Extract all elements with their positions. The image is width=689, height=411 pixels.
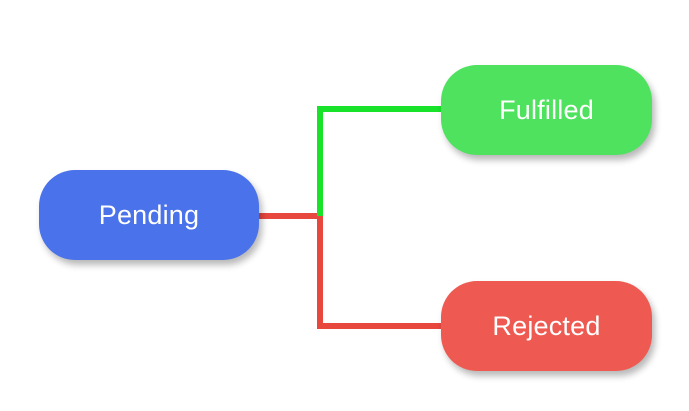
node-pending: Pending — [39, 170, 259, 260]
edge-pending-to-fulfilled — [317, 106, 448, 216]
node-pending-label: Pending — [98, 199, 200, 230]
node-rejected-label: Rejected — [492, 310, 601, 341]
node-fulfilled-label: Fulfilled — [499, 94, 594, 125]
edge-pending-to-rejected — [255, 213, 448, 329]
node-fulfilled: Fulfilled — [441, 65, 652, 155]
node-rejected: Rejected — [441, 281, 652, 371]
